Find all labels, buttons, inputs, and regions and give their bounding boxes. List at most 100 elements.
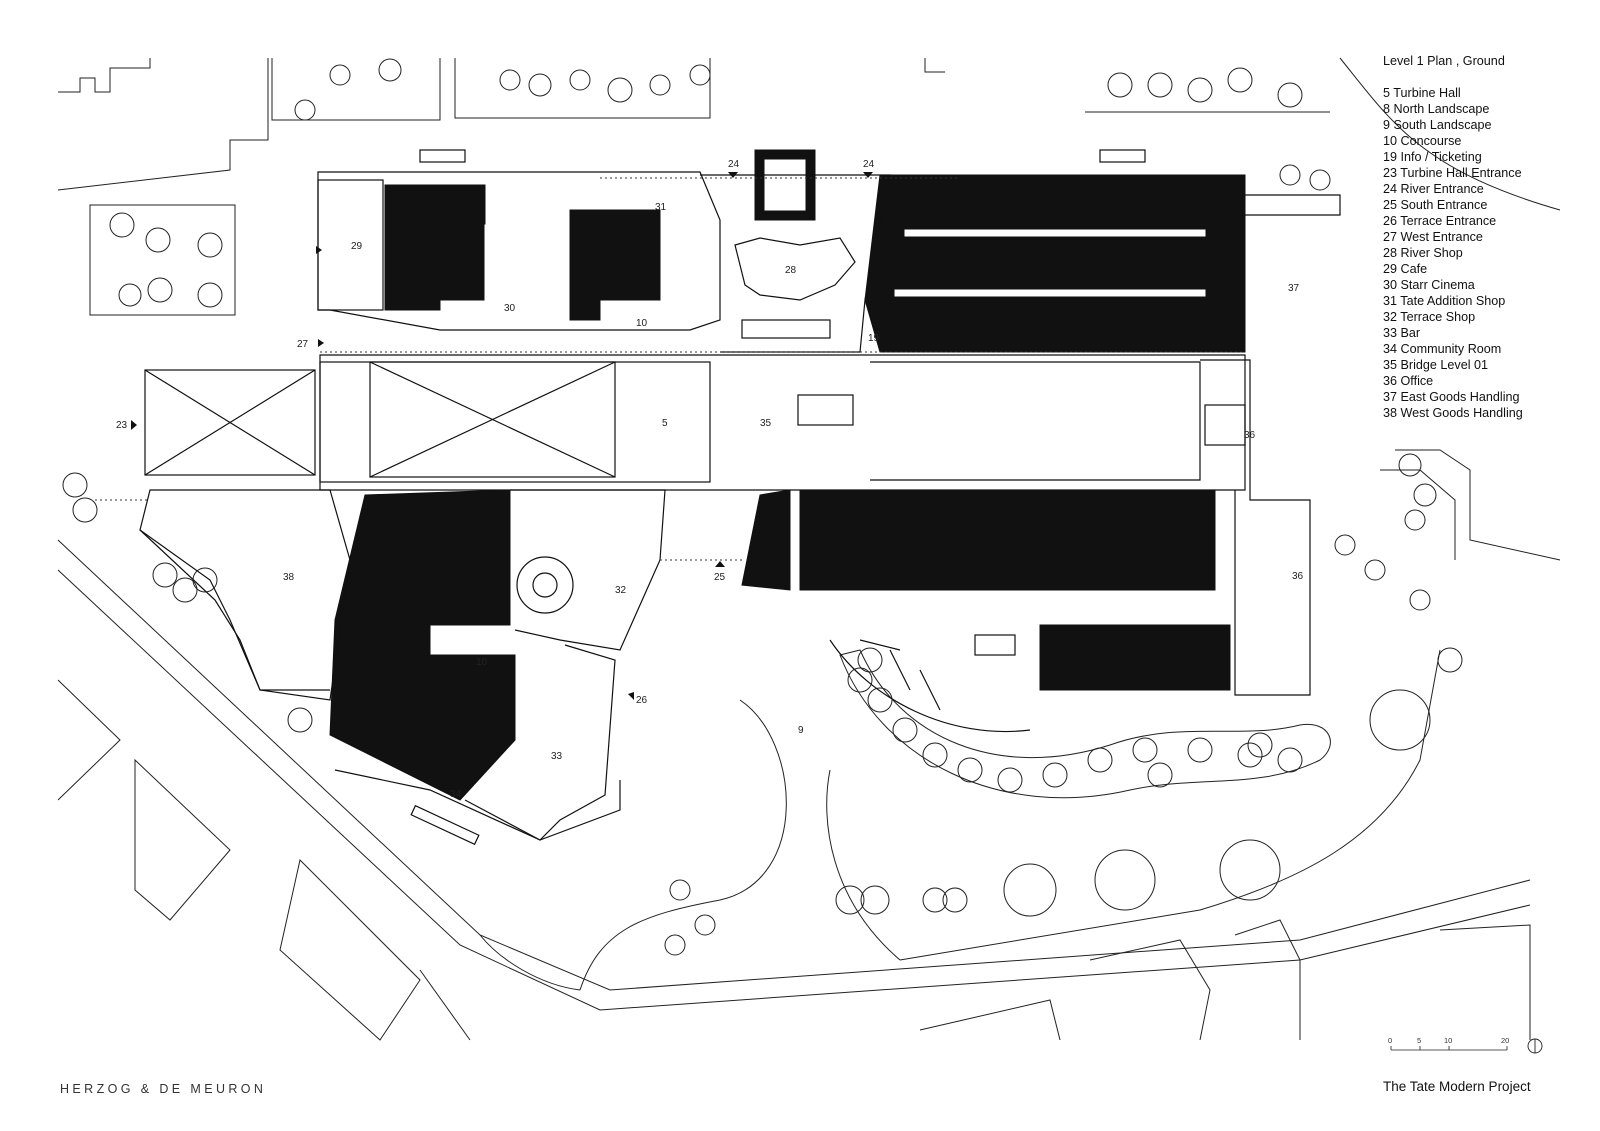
- southwest-block: [329, 489, 516, 801]
- room-label-33: 33: [551, 751, 563, 762]
- turbine-hall-entrance: [144, 369, 316, 476]
- room-label-24a: 24: [728, 159, 740, 170]
- planter-curve: [839, 649, 1331, 799]
- room-label-36b: 36: [1292, 571, 1304, 582]
- legend-item: 37 East Goods Handling: [1383, 390, 1520, 404]
- cinema-room: [484, 224, 568, 301]
- legend-item: 38 West Goods Handling: [1383, 406, 1523, 420]
- cinema-support: [569, 209, 661, 321]
- legend-item: 34 Community Room: [1383, 342, 1502, 356]
- plan-title: Level 1 Plan , Ground: [1383, 54, 1505, 68]
- room-label-25: 25: [714, 572, 726, 583]
- bridge-stair: [741, 319, 831, 339]
- south-curve-steps: [829, 639, 1031, 733]
- stair-void: [764, 159, 806, 211]
- central-area-outline: [700, 174, 891, 353]
- room-label-37: 37: [1288, 283, 1300, 294]
- southwest-concourse: [431, 627, 511, 654]
- legend-item: 31 Tate Addition Shop: [1383, 294, 1506, 308]
- southeast-block: [1039, 624, 1231, 691]
- scale-label-0: 0: [1388, 1036, 1393, 1045]
- scale-label-5: 5: [1417, 1036, 1422, 1045]
- north-stair-east: [1099, 149, 1146, 163]
- legend-item: 19 Info / Ticketing: [1383, 150, 1482, 164]
- firm-name: HERZOG & DE MEURON: [60, 1082, 267, 1096]
- river-shop-outline: [734, 237, 856, 301]
- legend-item: 24 River Entrance: [1383, 182, 1484, 196]
- legend-item: 25 South Entrance: [1383, 198, 1488, 212]
- legend-item: 23 Turbine Hall Entrance: [1383, 166, 1522, 180]
- arrow-24b-icon: [863, 172, 873, 178]
- legend-item: 29 Cafe: [1383, 262, 1428, 276]
- scale-label-20: 20: [1501, 1036, 1510, 1045]
- room-label-23: 23: [116, 420, 128, 431]
- room-label-29: 29: [351, 241, 363, 252]
- southwest-blocks: [57, 679, 471, 1041]
- east-corridor-2: [894, 289, 1206, 297]
- room-label-31: 31: [655, 202, 667, 213]
- south-stair-sw: [410, 804, 480, 846]
- cafe-room: [317, 179, 384, 311]
- room-label-32: 32: [615, 585, 627, 596]
- room-label-35: 35: [760, 418, 772, 429]
- east-hall-outline: [870, 361, 1201, 481]
- turbine-hall-x: [144, 369, 316, 476]
- legend-item: 27 West Entrance: [1383, 230, 1483, 244]
- legend-item: 36 Office: [1383, 374, 1434, 388]
- legend-item: 32 Terrace Shop: [1383, 310, 1476, 324]
- legend-item: 30 Starr Cinema: [1383, 278, 1475, 292]
- scale-bar: [1390, 1046, 1508, 1051]
- east-blocks: [1380, 449, 1561, 561]
- southwest-road-inner: [57, 569, 1531, 1011]
- goods-38-outline: [139, 489, 351, 701]
- site-outline-northwest: [57, 58, 269, 191]
- legend-item: 8 North Landscape: [1383, 102, 1490, 116]
- legend-item: 5 Turbine Hall: [1383, 86, 1461, 100]
- turbine-hall-inner-x: [369, 361, 616, 478]
- legend-item: 33 Bar: [1383, 326, 1421, 340]
- room-label-28: 28: [785, 265, 797, 276]
- site-outline-north-road: [271, 58, 1330, 121]
- east-goods-outline: [1245, 194, 1341, 216]
- room-label-19: 19: [868, 333, 880, 344]
- northeast-block: [864, 174, 1246, 353]
- room-label-9: 9: [798, 725, 804, 736]
- lower-terrace: [334, 769, 621, 841]
- arrow-25-icon: [715, 561, 725, 567]
- south-landscape-path: [826, 649, 1441, 961]
- river-path-northeast: [1339, 57, 1561, 211]
- spiral-stair-inner: [532, 572, 558, 598]
- east-corridor: [904, 229, 1206, 237]
- legend-item: 35 Bridge Level 01: [1383, 358, 1489, 372]
- legend-item: 10 Concourse: [1383, 134, 1462, 148]
- room-label-38: 38: [283, 572, 295, 583]
- room-label-10b: 10: [636, 318, 648, 329]
- arrow-23-icon: [131, 420, 137, 430]
- legend-list: 5 Turbine Hall 8 North Landscape 9 South L…: [1383, 85, 1523, 421]
- arrow-26-icon: [628, 692, 634, 700]
- arrow-24a-icon: [728, 172, 738, 178]
- west-block-core: [384, 184, 486, 311]
- room-label-24b: 24: [863, 159, 875, 170]
- room-label-10: 10: [476, 657, 488, 668]
- arrow-29-icon: [316, 246, 322, 254]
- south-landscape-arc: [479, 699, 787, 991]
- bar-wing-outline: [464, 644, 616, 841]
- project-title: The Tate Modern Project: [1383, 1079, 1531, 1094]
- goods-38-road: [139, 529, 330, 691]
- north-planter-west: [89, 204, 236, 316]
- terrace-shop-outline: [510, 489, 666, 651]
- room-label-30: 30: [504, 303, 516, 314]
- south-entrance-wedge: [741, 489, 791, 591]
- legend-item: 9 South Landscape: [1383, 118, 1492, 132]
- south-hall-block: [799, 489, 1216, 591]
- north-stair-west: [419, 149, 466, 163]
- tree-clusters: [62, 58, 1463, 956]
- room-label-27: 27: [297, 339, 309, 350]
- spiral-stair: [516, 556, 574, 614]
- southwest-road: [57, 539, 1531, 991]
- room-label-34: 34: [450, 789, 462, 800]
- legend-item: 26 Terrace Entrance: [1383, 214, 1497, 228]
- stair-35: [797, 394, 854, 426]
